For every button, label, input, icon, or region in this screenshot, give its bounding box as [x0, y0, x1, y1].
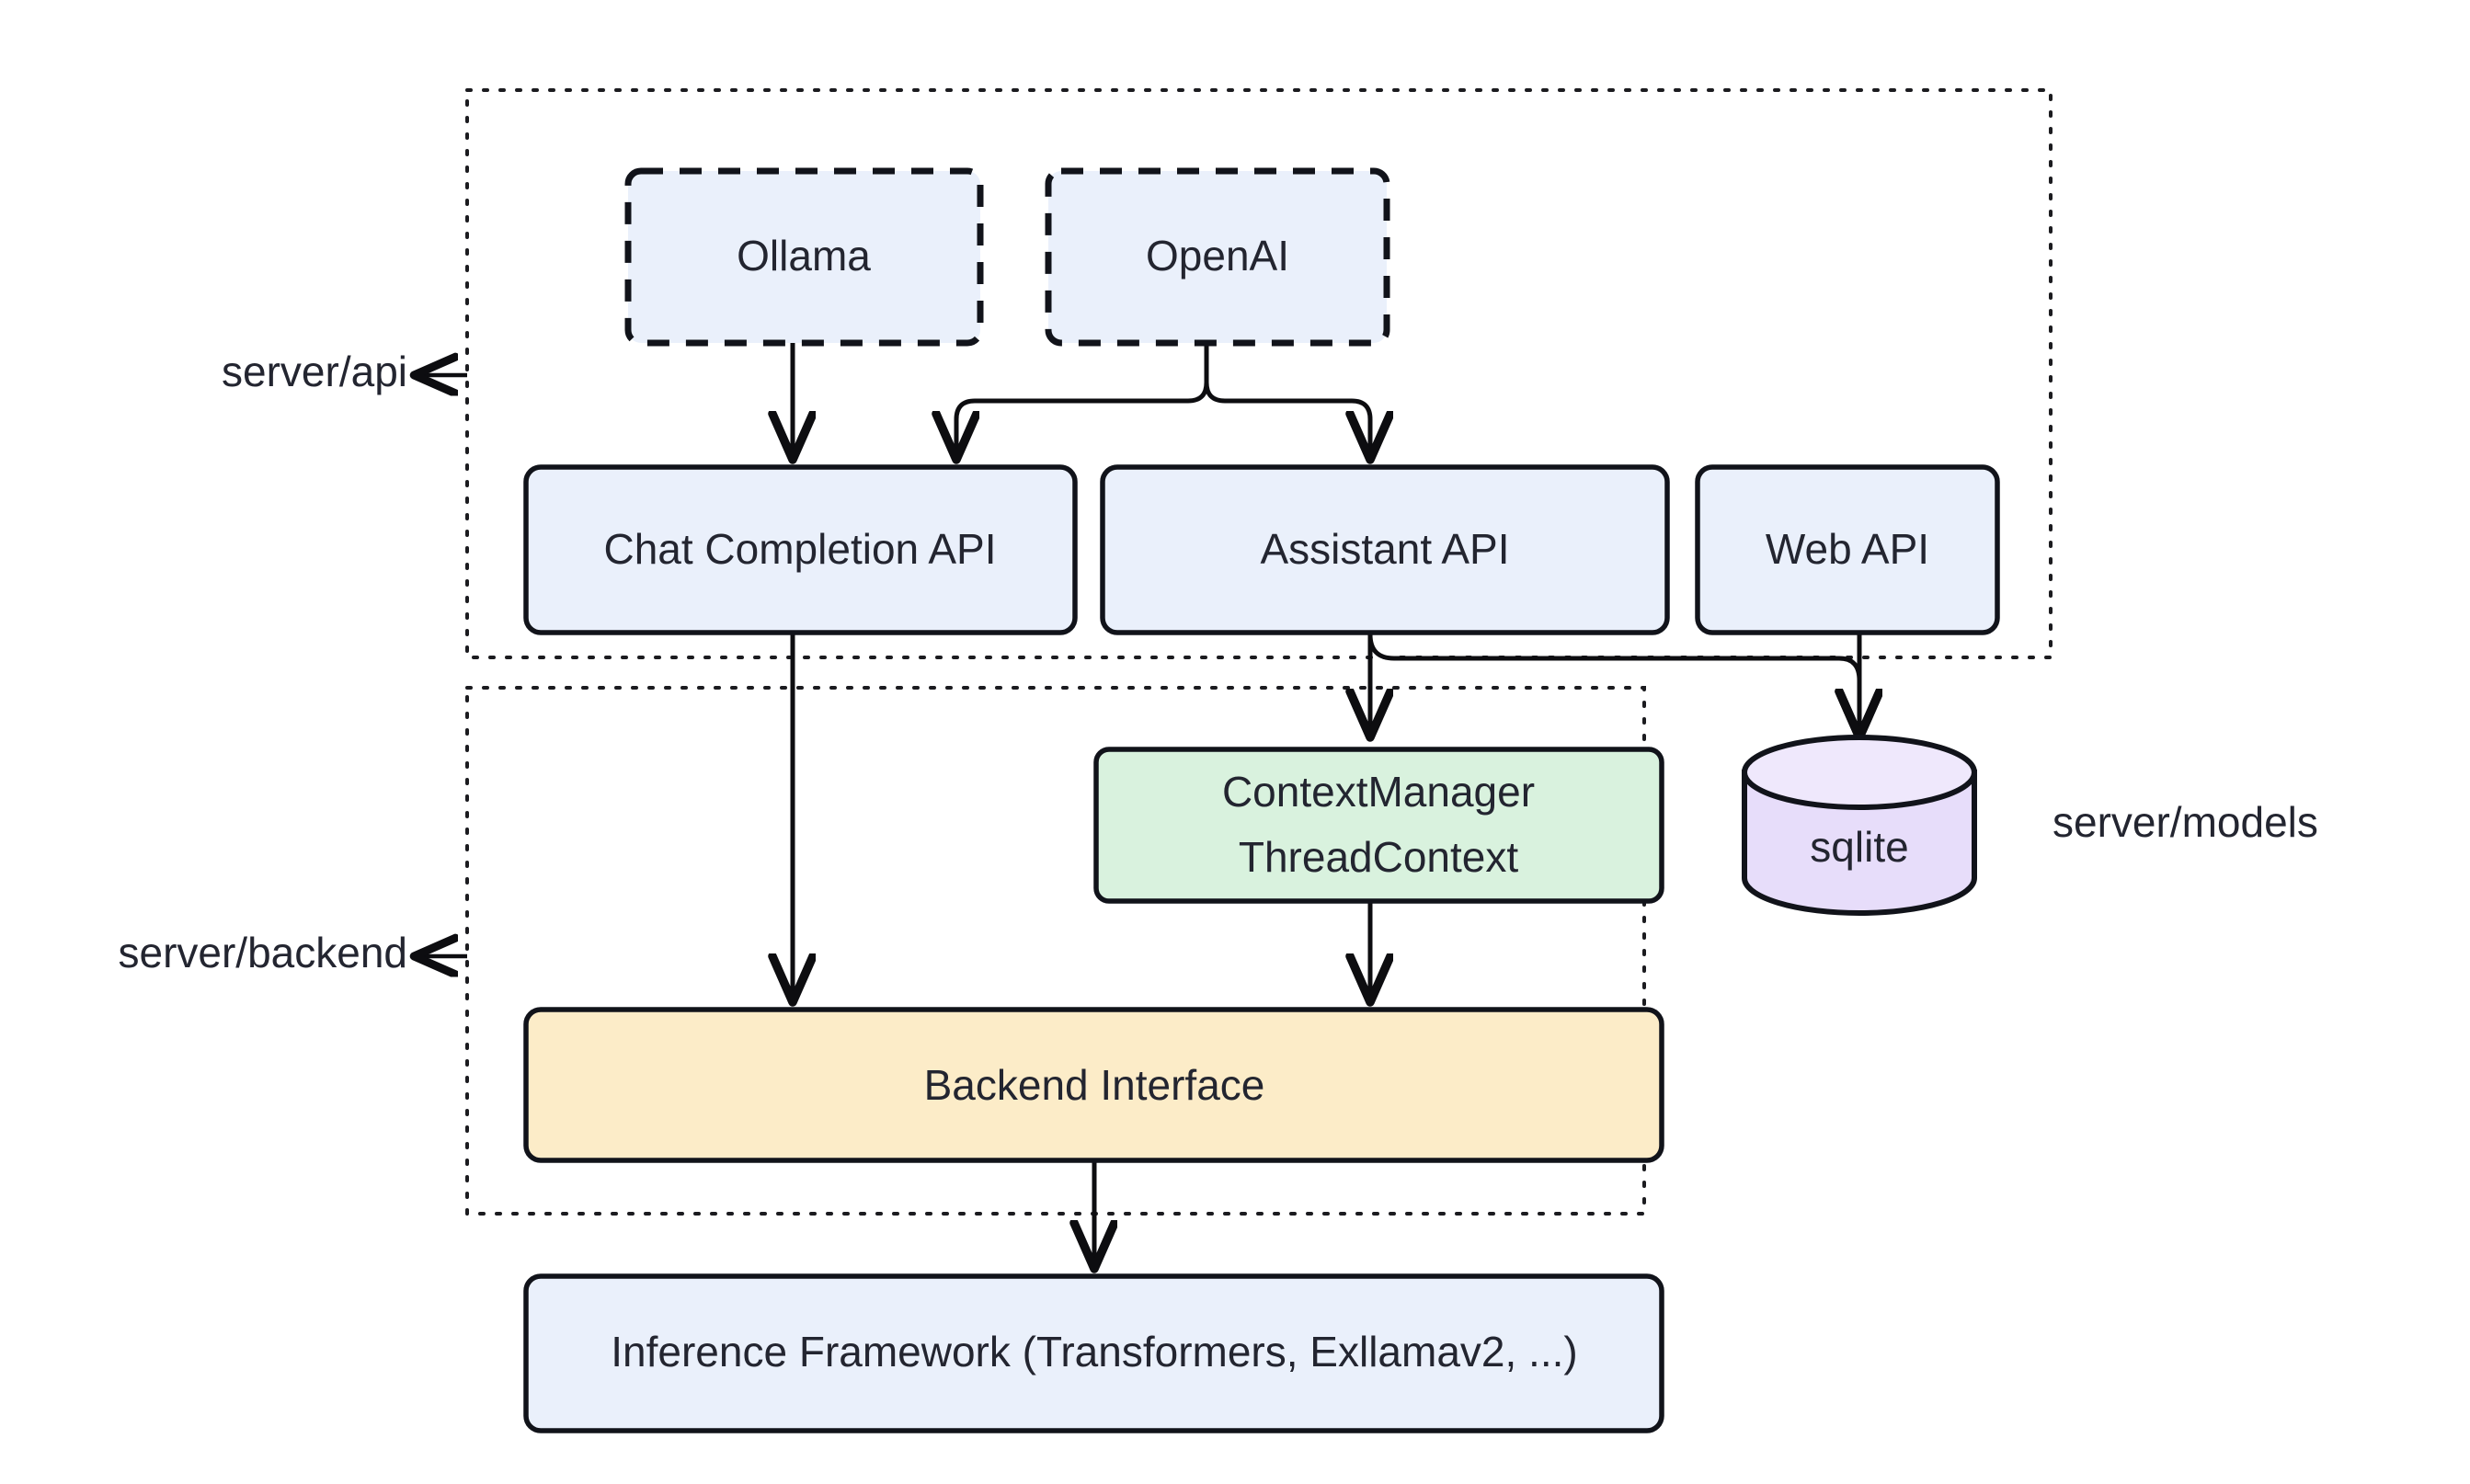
group-label-backend: server/backend [119, 929, 408, 976]
node-web-api[interactable]: Web API [1695, 464, 2000, 635]
node-context-manager-shape [1093, 747, 1664, 904]
node-ollama[interactable]: Ollama [624, 167, 984, 347]
node-chat-completion-api[interactable]: Chat Completion API [523, 464, 1078, 635]
node-assistant-api-shape [1100, 464, 1670, 635]
node-sqlite[interactable]: sqlite [1742, 735, 1977, 916]
node-sqlite-top [1742, 735, 1977, 810]
node-context-manager-label-line1: ContextManager [1222, 768, 1535, 816]
node-context-manager[interactable]: ContextManager ThreadContext [1093, 747, 1664, 904]
node-ollama-shape [624, 167, 984, 347]
node-chat-completion-api-shape [523, 464, 1078, 635]
node-web-api-shape [1695, 464, 2000, 635]
node-backend-interface-shape [523, 1007, 1664, 1163]
node-context-manager-label-line2: ThreadContext [1239, 833, 1518, 881]
edge-assistant-api-to-sqlite [1367, 634, 1859, 736]
edge-openai-to-assistant-api [1204, 343, 1370, 458]
group-label-api: server/api [222, 348, 407, 395]
node-sqlite-label: sqlite [1810, 823, 1908, 871]
group-label-models: server/models [2053, 798, 2318, 846]
node-inference-framework[interactable]: Inference Framework (Transformers, Exlla… [523, 1273, 1664, 1433]
node-sqlite-body [1742, 770, 1977, 916]
node-openai[interactable]: OpenAI [1045, 167, 1390, 347]
node-inference-framework-label: Inference Framework (Transformers, Exlla… [611, 1328, 1577, 1376]
node-backend-interface-label: Backend Interface [924, 1061, 1265, 1109]
node-assistant-api-label: Assistant API [1260, 525, 1509, 573]
node-assistant-api[interactable]: Assistant API [1100, 464, 1670, 635]
node-chat-completion-api-label: Chat Completion API [603, 525, 996, 573]
node-openai-label: OpenAI [1146, 232, 1289, 280]
node-backend-interface[interactable]: Backend Interface [523, 1007, 1664, 1163]
node-ollama-label: Ollama [737, 232, 871, 280]
node-openai-shape [1045, 167, 1390, 347]
group-container-backend [465, 686, 1646, 1216]
edge-openai-to-chat-api [956, 343, 1209, 458]
node-inference-framework-shape [523, 1273, 1664, 1433]
node-web-api-label: Web API [1766, 525, 1929, 573]
